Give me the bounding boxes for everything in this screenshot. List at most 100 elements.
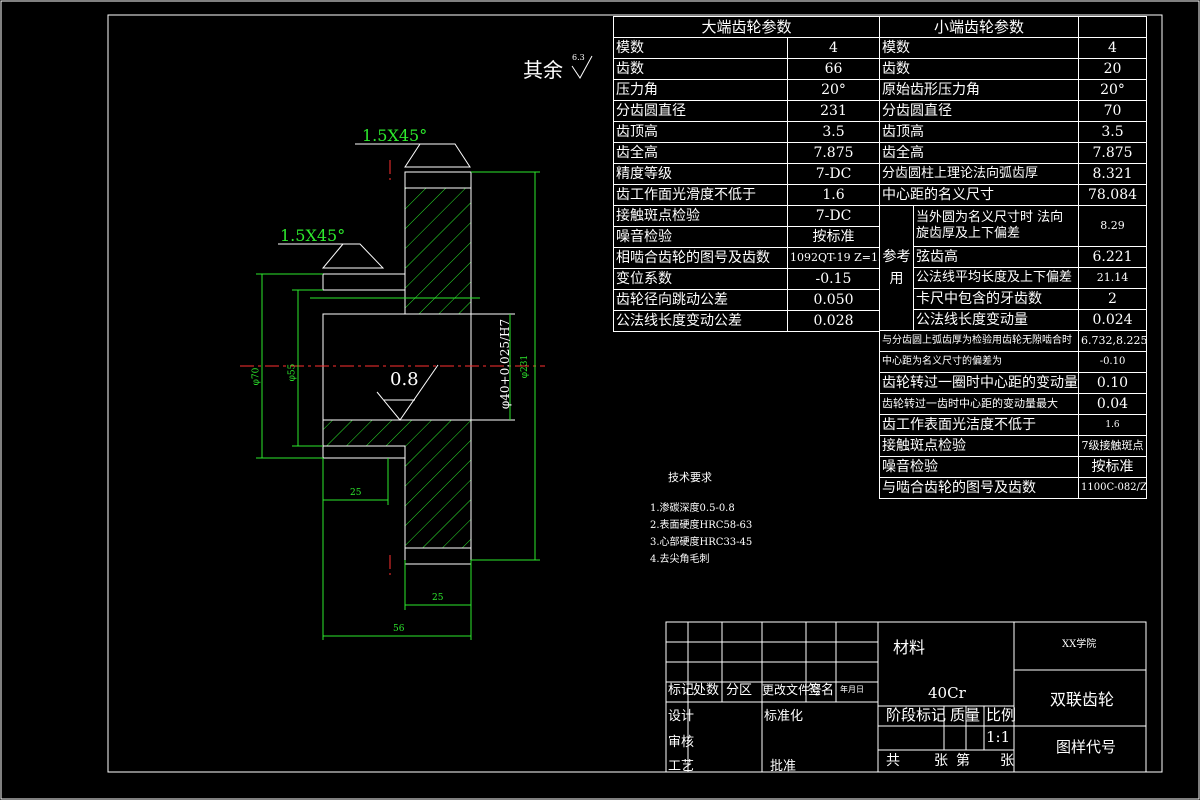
table-cell: 齿轮转过一圈时中心距的变动量: [878, 372, 1080, 394]
table-cell: 与分齿圆上弧齿厚为检验用齿轮无隙啮合时: [878, 330, 1080, 352]
table-cell: 1092QT-19 Z=15: [786, 247, 881, 269]
chamfer-left-label: 1.5X45°: [280, 226, 346, 245]
table-cell: 齿工作表面光洁度不低于: [878, 414, 1080, 436]
table-row: 噪音检验按标准: [613, 226, 881, 248]
table-cell: -0.10: [1078, 351, 1148, 373]
table-cell: 与啮合齿轮的图号及齿数: [878, 477, 1080, 499]
table-cell: 当外圆为名义尺寸时 法向旋齿厚及上下偏差: [912, 205, 1080, 247]
dimensions: [256, 171, 540, 640]
table-cell: 齿轮径向跳动公差: [613, 289, 788, 311]
table-cell: 7级接触斑点: [1078, 435, 1148, 457]
col-zone: 分区: [726, 683, 753, 698]
scale-value: 1:1: [986, 728, 1011, 746]
table-cell: 噪音检验: [613, 226, 788, 248]
table-cell: 齿顶高: [613, 121, 788, 143]
part-name: 双联齿轮: [1050, 690, 1115, 709]
standardize-label: 标准化: [764, 709, 804, 724]
table-cell: 1.6: [1078, 414, 1148, 436]
table-cell: 20: [1078, 58, 1148, 80]
gear-section: [322, 171, 515, 565]
dim-phi231-label: φ231: [520, 354, 531, 379]
table-cell: [1078, 16, 1148, 38]
col-count: 处数: [693, 683, 720, 698]
small-gear-title: 小端齿轮参数: [878, 16, 1080, 38]
table-cell: 模数: [878, 37, 1080, 59]
table-cell: 0.10: [1078, 372, 1148, 394]
tech-title: 技术要求: [668, 471, 712, 484]
centerlines: [240, 160, 545, 575]
approve-label: 批准: [770, 759, 797, 774]
surface-note: 其余: [523, 58, 563, 82]
large-gear-lower-section: [322, 419, 472, 561]
surface-note-roughness: 6.3: [572, 53, 585, 62]
table-cell: 原始齿形压力角: [878, 79, 1080, 101]
table-cell: 齿全高: [878, 142, 1080, 164]
table-cell: 接触斑点检验: [613, 205, 788, 227]
table-cell: 2: [1078, 288, 1148, 310]
table-cell: 66: [786, 58, 881, 80]
large-gear-top-tooth: [404, 171, 472, 189]
list-item: 1.渗碳深度0.5-0.8: [650, 503, 735, 514]
table-cell: 齿数: [878, 58, 1080, 80]
school-name: XX学院: [1062, 639, 1097, 650]
table-cell: 20°: [1078, 79, 1148, 101]
table-cell: 变位系数: [613, 268, 788, 290]
table-cell: 20°: [786, 79, 881, 101]
table-cell: -0.15: [786, 268, 881, 290]
table-cell: 分齿圆柱上理论法向弧齿厚: [878, 163, 1080, 185]
stage-mark: 阶段标记: [886, 706, 947, 724]
table-cell: 4: [786, 37, 881, 59]
tech-list: 1.渗碳深度0.5-0.8 2.表面硬度HRC58-63 3.心部硬度HRC33…: [650, 500, 752, 568]
table-cell: 卡尺中包含的牙齿数: [912, 288, 1080, 310]
process-label: 工艺: [668, 759, 695, 774]
list-item: 3.心部硬度HRC33-45: [650, 537, 753, 548]
bore-roughness-label: 0.8: [390, 369, 419, 390]
table-cell: 分齿圆直径: [878, 100, 1080, 122]
inner-frame: [107, 14, 1163, 773]
table-row: 大端齿轮参数: [612, 16, 881, 38]
table-cell: 齿全高: [613, 142, 788, 164]
table-cell: 0.04: [1078, 393, 1148, 415]
sheet-total: 共: [886, 753, 900, 769]
large-gear-title: 大端齿轮参数: [612, 16, 881, 38]
small-gear-top-tooth: [322, 273, 406, 291]
table-cell: 7.875: [1078, 142, 1148, 164]
drawing-code-label: 图样代号: [1056, 738, 1117, 756]
col-date: 年月日: [840, 685, 864, 694]
roughness-mark-general: [571, 55, 593, 79]
material-value: 40Cr: [928, 684, 966, 702]
table-cell: 中心距为名义尺寸的偏差为: [878, 351, 1080, 373]
table-cell: 1.6: [786, 184, 881, 206]
dim-phi55-label: φ55: [287, 363, 298, 382]
scale-label: 比例: [986, 706, 1017, 724]
weight-label: 质量: [950, 706, 981, 724]
sheet-di: 第: [956, 753, 970, 769]
table-cell: 6.221: [1078, 246, 1148, 268]
table-cell: 按标准: [1078, 456, 1148, 478]
roughness-symbol: [376, 364, 439, 421]
dim-phi70-label: φ70: [251, 367, 262, 386]
col-change: 更改文件号: [762, 683, 823, 697]
table-cell: 8.321: [1078, 163, 1148, 185]
dim-56-label: 56: [393, 624, 405, 634]
